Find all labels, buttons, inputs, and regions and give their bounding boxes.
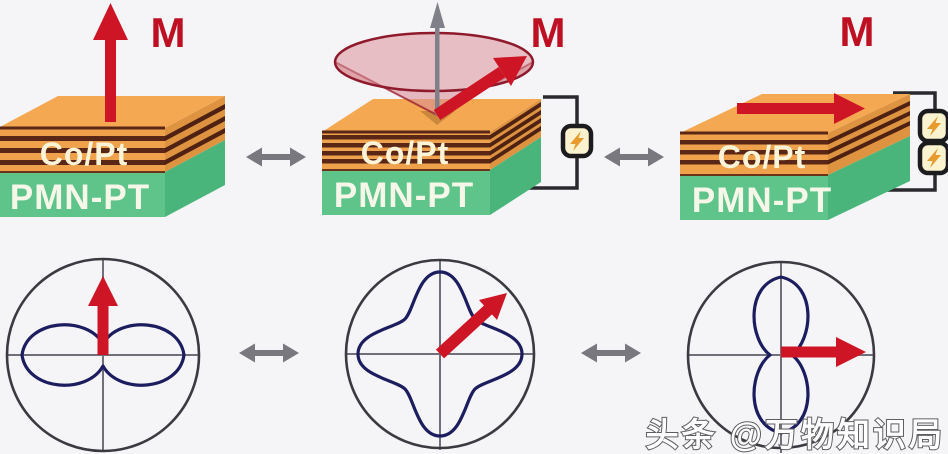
polar-arrow-up-icon	[88, 276, 118, 355]
magnetization-arrow-in-plane-icon	[737, 93, 865, 124]
double-headed-arrow-icon	[239, 343, 299, 363]
substrate-front-face	[322, 170, 490, 215]
anisotropy-curve-vertical-lobes	[752, 275, 810, 435]
polar-circle	[344, 258, 536, 450]
substrate-side-face	[490, 137, 541, 215]
film-label: Co/Pt	[718, 139, 807, 175]
film-side-stripe	[165, 104, 225, 141]
film-side-stripe	[490, 110, 541, 148]
film-label: Co/Pt	[40, 136, 129, 172]
film-label: Co/Pt	[361, 135, 450, 171]
film-side-stripe	[828, 101, 910, 145]
polar-plot-in-plane	[686, 260, 876, 453]
double-headed-arrow-icon	[581, 343, 641, 363]
panel-out-of-plane: Co/Pt PMN-PT M	[0, 3, 225, 217]
m-label: M	[151, 9, 186, 56]
axis-arrow-icon	[430, 2, 445, 115]
film-stripe	[0, 136, 165, 141]
m-label: M	[531, 9, 566, 56]
panel-canted-cone: Co/Pt PMN-PT M	[322, 2, 591, 215]
substrate-front-face	[0, 172, 165, 217]
magnetization-arrow-up-icon	[93, 3, 128, 122]
film-stripe	[680, 140, 828, 145]
m-label: M	[840, 8, 875, 55]
substrate-label: PMN-PT	[334, 176, 474, 215]
watermark: 头条 @万物知识局	[646, 416, 945, 453]
precession-cone-body	[335, 62, 533, 115]
film-stripe	[322, 151, 490, 156]
film-stripe	[0, 160, 165, 165]
anisotropy-curve-four-lobes	[356, 270, 524, 438]
polar-arrow-right-icon	[781, 337, 866, 367]
polar-plot-out-of-plane	[5, 257, 201, 453]
film-side-stripe	[828, 111, 910, 155]
film-stripe	[322, 159, 490, 164]
film-side-stripe	[828, 121, 910, 165]
double-headed-arrow-icon	[604, 147, 664, 167]
polar-arrow-diagonal-icon	[435, 293, 507, 359]
substrate-side-face	[828, 136, 910, 220]
film-stripe	[0, 148, 165, 153]
film-side-stripe	[490, 102, 541, 140]
film-stripe	[322, 143, 490, 148]
substrate-label: PMN-PT	[10, 178, 150, 217]
battery-icon	[920, 111, 948, 141]
film-stripe	[680, 150, 828, 155]
film-stripe	[680, 160, 828, 165]
film-stripe	[322, 135, 490, 140]
polar-circle	[686, 260, 876, 450]
double-headed-arrow-icon	[246, 147, 306, 167]
battery-icon	[563, 126, 591, 156]
cone-rim	[333, 31, 535, 93]
substrate-label: PMN-PT	[692, 181, 832, 220]
film-side-stripe	[490, 126, 541, 164]
polar-circle	[5, 257, 201, 453]
battery-icon	[920, 143, 948, 173]
magnetization-arrow-canted-icon	[433, 56, 527, 121]
substrate-side-face	[165, 140, 225, 217]
anisotropy-curve-horizontal-lobes	[20, 323, 186, 387]
film-side-stripe	[165, 128, 225, 165]
polar-plot-canted	[344, 258, 536, 450]
film-side-stripe	[490, 118, 541, 156]
film-side-stripe	[165, 116, 225, 153]
panel-in-plane: Co/Pt PMN-PT M	[680, 8, 948, 220]
substrate-front-face	[680, 175, 828, 220]
